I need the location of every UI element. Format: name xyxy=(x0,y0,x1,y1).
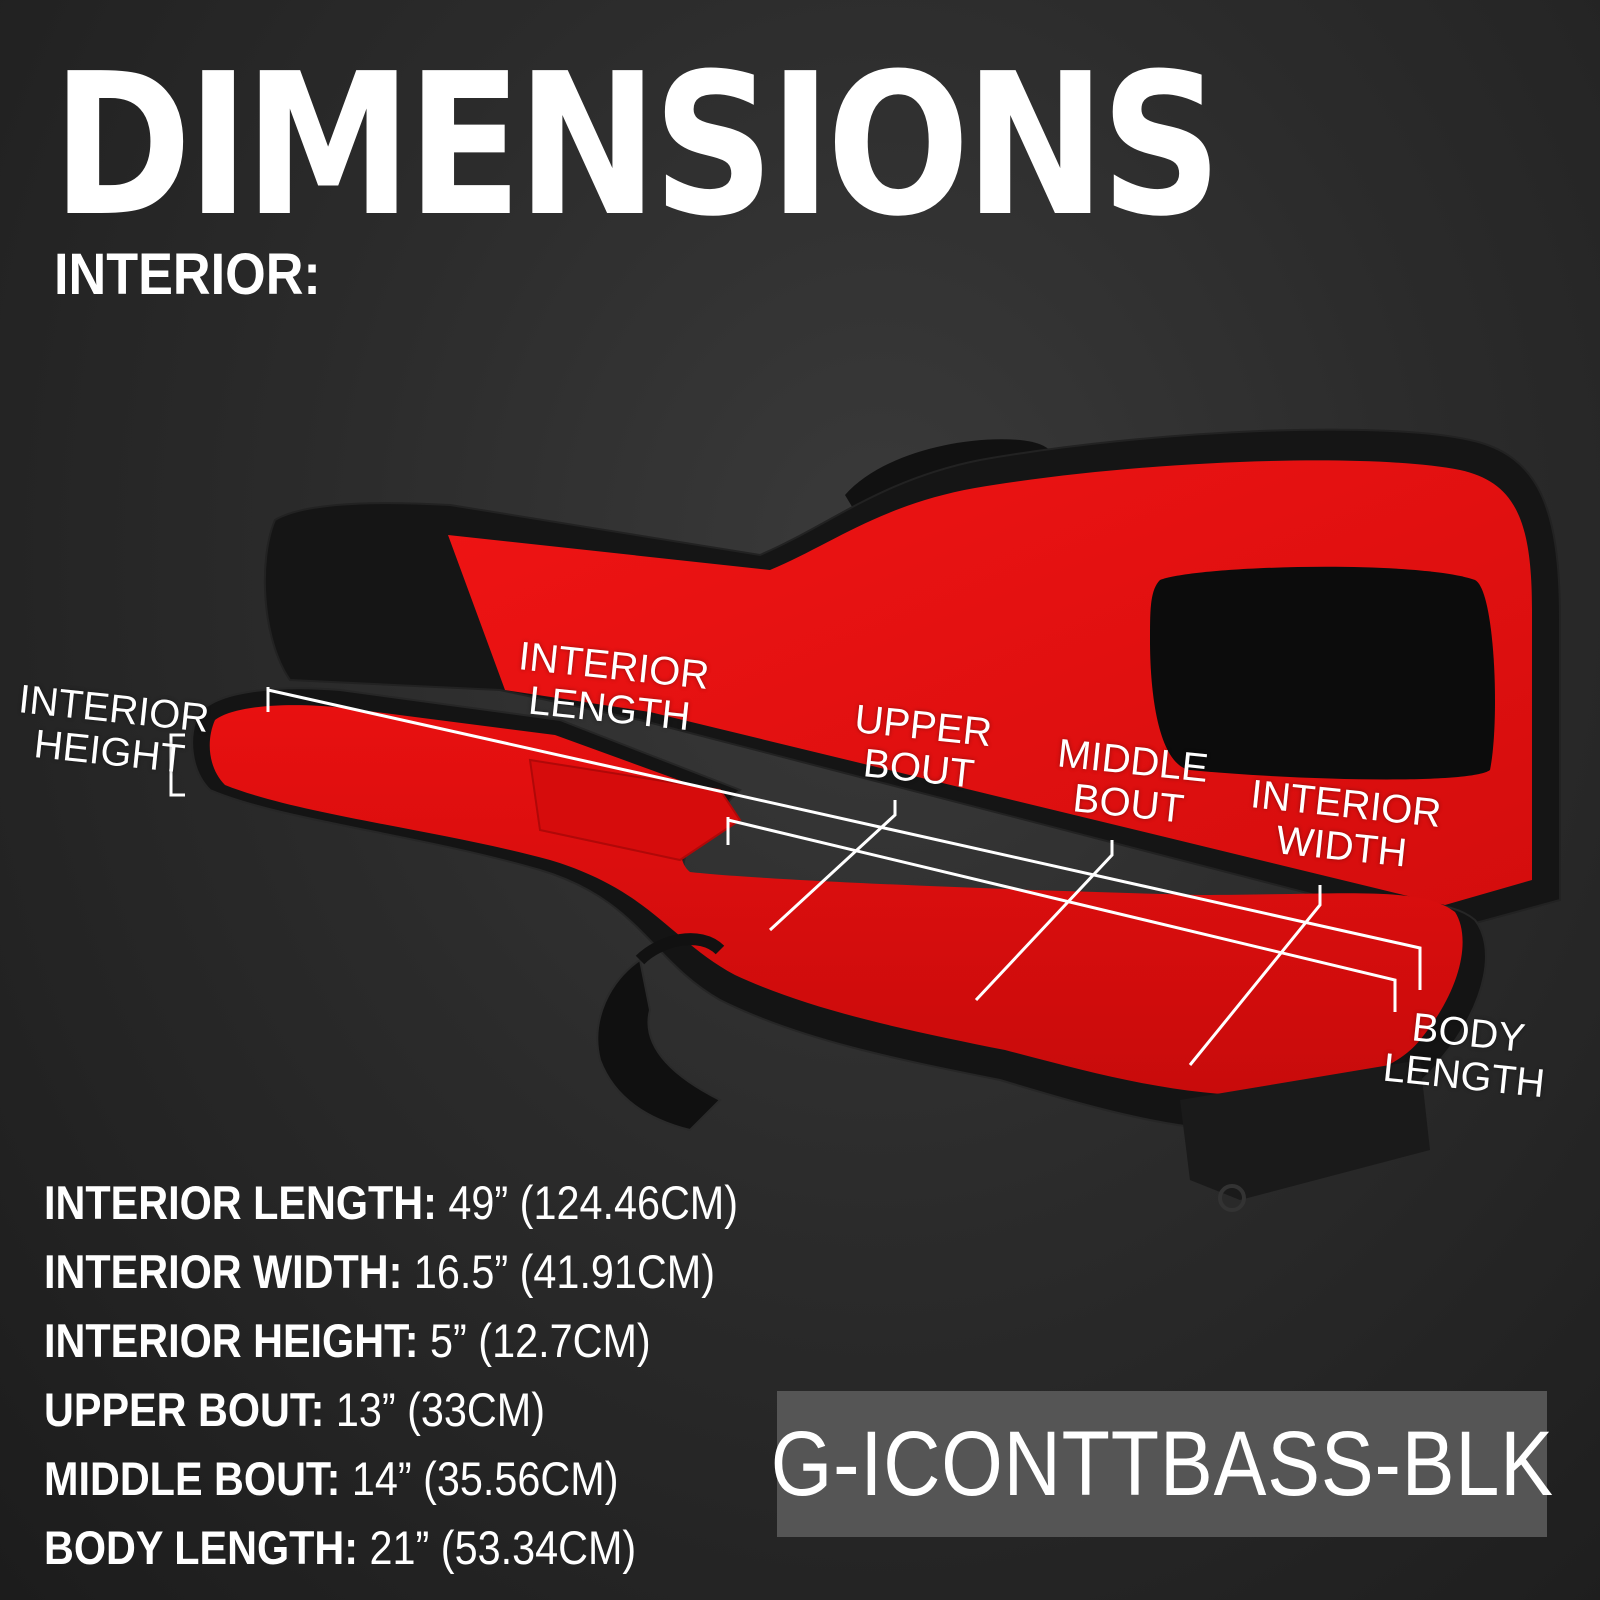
lid-pocket xyxy=(1150,566,1495,780)
sku-badge: G-ICONTTBASS-BLK xyxy=(770,1391,1553,1537)
side-panel xyxy=(1180,1060,1430,1200)
spec-interior-width: INTERIOR WIDTH: 16.5” (41.91CM) xyxy=(44,1245,716,1298)
measurement-lines xyxy=(169,687,1422,1066)
sku-text: G-ICONTTBASS-BLK xyxy=(770,1412,1554,1515)
shoulder-strap xyxy=(596,958,722,1132)
middle-bout-line xyxy=(974,840,1114,1002)
label-upper-bout: UPPER BOUT xyxy=(852,697,995,797)
strap-cord xyxy=(635,933,725,965)
label-body-length: BODY LENGTH xyxy=(1380,1005,1547,1107)
spec-body-length: BODY LENGTH: 21” (53.34CM) xyxy=(44,1521,637,1574)
body-length-line xyxy=(726,817,1397,1012)
base-lining xyxy=(209,705,1463,1096)
label-middle-bout: MIDDLE BOUT xyxy=(1055,731,1211,832)
spec-middle-bout: MIDDLE BOUT: 14” (35.56CM) xyxy=(44,1452,619,1505)
page-title: DIMENSIONS xyxy=(52,32,1222,260)
spec-upper-bout: UPPER BOUT: 13” (33CM) xyxy=(44,1383,546,1436)
interior-length-line xyxy=(266,687,1422,990)
spec-interior-height: INTERIOR HEIGHT: 5” (12.7CM) xyxy=(44,1314,651,1367)
bottom-ring xyxy=(1218,1184,1246,1212)
upper-bout-line xyxy=(768,800,897,932)
interior-height-bracket xyxy=(169,733,185,797)
page-subtitle: INTERIOR: xyxy=(54,242,321,307)
spec-interior-length: INTERIOR LENGTH: 49” (124.46CM) xyxy=(44,1176,739,1229)
spec-list: INTERIOR LENGTH: 49” (124.46CM) INTERIOR… xyxy=(44,1168,738,1582)
interior-width-line xyxy=(1188,885,1322,1066)
